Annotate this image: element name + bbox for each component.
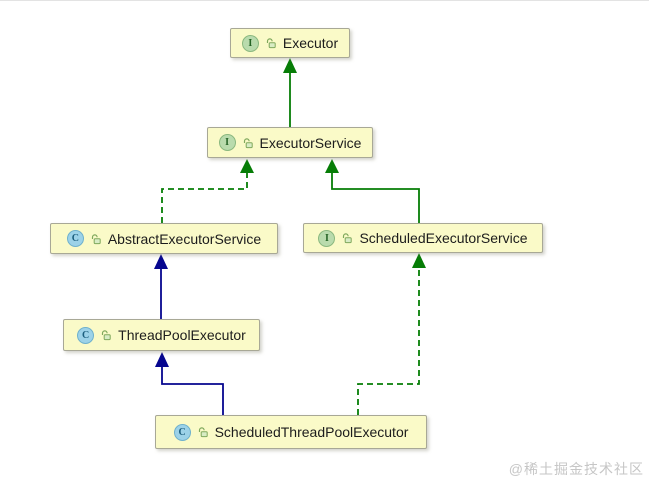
node-label: ThreadPoolExecutor (118, 327, 246, 343)
class-icon: C (173, 423, 191, 441)
lock-icon (100, 329, 112, 341)
interface-icon: I (218, 134, 236, 151)
lock-icon (90, 233, 102, 245)
interface-icon: I (318, 229, 336, 247)
node-label: AbstractExecutorService (107, 230, 262, 247)
node-executor-service: I ExecutorService (207, 127, 373, 158)
lock-icon (341, 232, 353, 244)
implements-arrowhead-icon (412, 253, 426, 268)
edge-line (357, 267, 420, 415)
extends-arrowhead-icon (155, 352, 169, 367)
edge-line (161, 366, 224, 415)
lock-icon (242, 137, 254, 149)
node-abstract-executor-service: C AbstractExecutorService (50, 223, 278, 254)
edge-scheduledexecutorservice-extends-executorservice (325, 159, 420, 223)
edge-abstractexecutorservice-implements-executorservice (161, 159, 254, 223)
node-label: ScheduledThreadPoolExecutor (214, 424, 409, 440)
extends-arrowhead-icon (283, 58, 297, 73)
edge-line (161, 172, 248, 223)
class-icon: C (66, 230, 84, 247)
node-label: ScheduledExecutorService (359, 230, 528, 246)
extends-arrowhead-icon (154, 254, 168, 269)
node-thread-pool-executor: C ThreadPoolExecutor (63, 319, 260, 351)
node-scheduled-executor-service: I ScheduledExecutorService (303, 223, 543, 253)
edge-line (331, 172, 420, 223)
lock-icon (265, 37, 277, 49)
edge-scheduledthreadpoolexecutor-extends-threadpoolexecutor (155, 352, 224, 415)
class-icon: C (77, 326, 95, 344)
interface-icon: I (241, 34, 259, 52)
implements-arrowhead-icon (240, 159, 254, 173)
edge-scheduledthreadpoolexecutor-implements-scheduledexecutorservice (357, 253, 426, 415)
watermark: @稀土掘金技术社区 (508, 461, 644, 477)
node-label: ExecutorService (259, 134, 362, 151)
edge-executorservice-extends-executor (283, 58, 297, 127)
extends-arrowhead-icon (325, 159, 339, 173)
node-label: Executor (282, 35, 339, 51)
lock-icon (197, 426, 209, 438)
node-scheduled-thread-pool-executor: C ScheduledThreadPoolExecutor (155, 415, 427, 449)
node-executor: I Executor (230, 28, 350, 58)
edge-threadpoolexecutor-extends-abstractexecutorservice (154, 254, 168, 319)
